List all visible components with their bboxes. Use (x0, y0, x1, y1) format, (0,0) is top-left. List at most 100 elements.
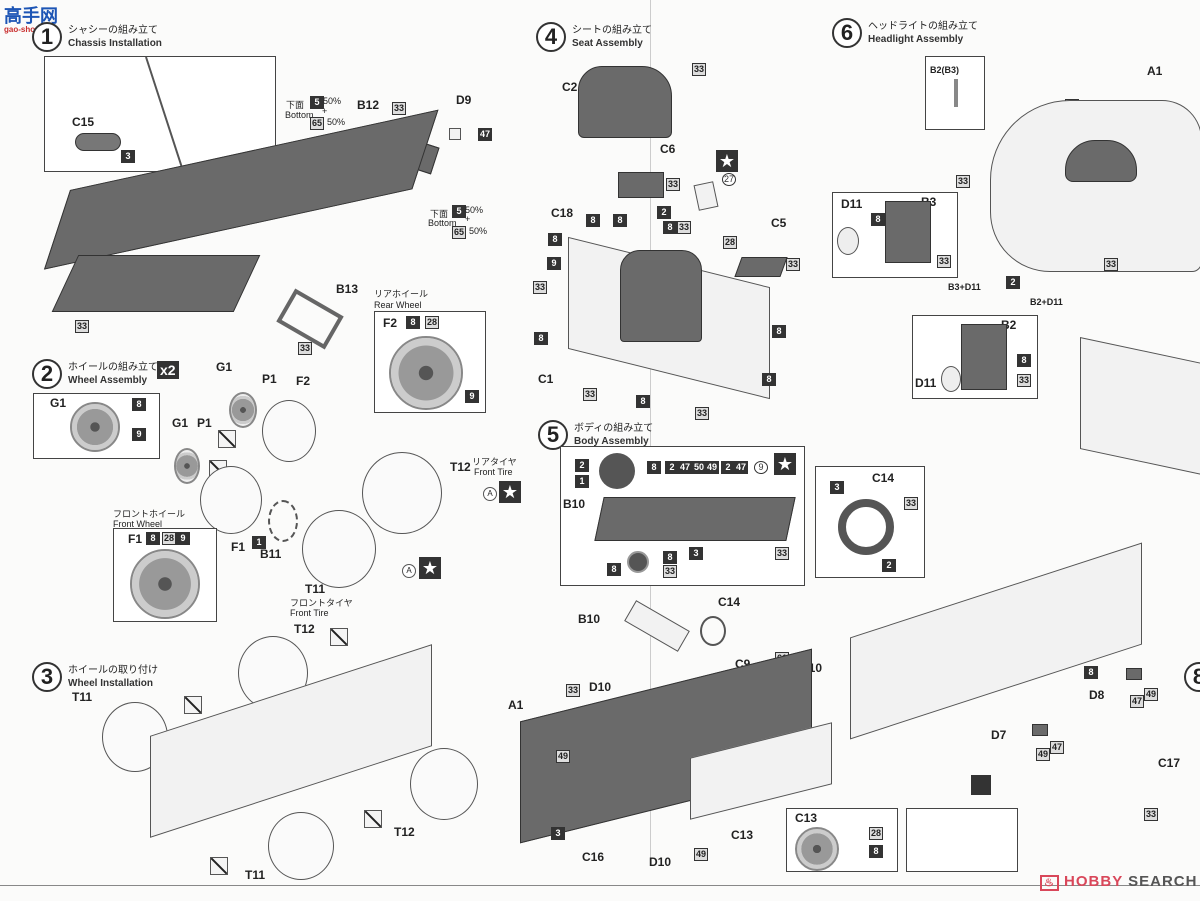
t11-tire-step3-bottom (268, 812, 334, 880)
b10-dash-part (624, 600, 690, 652)
headlight-profile-shape (954, 79, 958, 107)
rear-wheel-title-jp: リアホイール (374, 289, 429, 299)
d7-light-part (1032, 724, 1048, 736)
step-1-title-en: Chassis Installation (68, 38, 162, 49)
knob-code-b: 33 (663, 565, 678, 578)
step-1-number: 1 (32, 22, 62, 52)
f2-wheel-rim (262, 400, 316, 462)
steering-code-c: 2 (882, 559, 896, 572)
decal-position-icon (971, 775, 991, 795)
c15-tab-part (75, 133, 121, 151)
paint-code-tub-8-right: 8 (772, 325, 786, 338)
paint-code-c5: 33 (786, 258, 801, 271)
watermark-logo: 高手网 gao-shou.com (4, 2, 59, 34)
knob-code-a: 8 (663, 551, 677, 564)
step-3-title-en: Wheel Installation (68, 678, 154, 689)
label-c1: C1 (538, 372, 554, 386)
step-2-number: 2 (32, 359, 62, 389)
b3-headlight-housing (885, 201, 931, 263)
label-c16: C16 (582, 850, 605, 864)
gauge-code-b: 1 (575, 475, 589, 488)
bottom-color-a-1: 5 (310, 96, 324, 109)
paint-code-rear-c: 9 (465, 390, 479, 403)
paint-code-tub-33-bottom2: 33 (695, 407, 710, 420)
label-a1-body-left: A1 (508, 698, 524, 712)
dash-code-top-3: 47 (678, 461, 693, 474)
step-4-number: 4 (536, 22, 566, 52)
paint-code-front-a: 8 (146, 532, 160, 545)
c13-code-b: 8 (869, 845, 883, 858)
paint-code-belt-3: 8 (663, 221, 677, 234)
brake-disc-icon (70, 402, 120, 452)
paint-code-tub-28: 28 (723, 236, 738, 249)
callout-a-rear: A (483, 487, 497, 501)
b11-brake-part (268, 500, 298, 542)
d8-light-part (1126, 668, 1142, 680)
cockpit-tub-preview (1080, 337, 1200, 475)
step-1-header: 1 シャシーの組み立て Chassis Installation (32, 22, 162, 52)
bottom-note-jp-2: 下面 (430, 209, 449, 219)
no-cement-icon-4 (184, 696, 202, 714)
bottom-note-jp-1: 下面 (286, 100, 305, 110)
dash-code-top-5: 49 (705, 461, 720, 474)
body-edge-line (145, 56, 184, 170)
front-cockpit-opening (1065, 140, 1137, 182)
paint-code-c18-a: 8 (586, 214, 600, 227)
step-6-title-en: Headlight Assembly (868, 34, 964, 45)
body-code-d10-49: 49 (694, 848, 709, 861)
label-d8: D8 (1089, 688, 1105, 702)
paint-code-b11: 1 (252, 536, 266, 549)
front-wheel-title-en: Front Wheel (113, 519, 163, 529)
paint-code-tub-8-left: 8 (534, 332, 548, 345)
front-wheel-icon (130, 549, 200, 619)
bottom-color-b-2: 65 (452, 226, 467, 239)
body-code-c16-3: 3 (551, 827, 565, 840)
b3-code-33: 33 (937, 255, 952, 268)
step-1-title-jp: シャシーの組み立て (68, 25, 158, 36)
b1-chassis-floor (51, 255, 261, 312)
label-p1-front: P1 (197, 416, 212, 430)
seat-installed (620, 250, 702, 342)
watermark-site-name: 高手网 (4, 6, 58, 26)
label-b2d11: B2+D11 (1030, 297, 1063, 307)
paint-code-seat: 33 (692, 63, 707, 76)
step-3-header: 3 ホイールの取り付け Wheel Installation (32, 662, 158, 692)
dash-code-top-7: 47 (734, 461, 749, 474)
label-c14-detail: C14 (872, 471, 895, 485)
step-6-header: 6 ヘッドライトの組み立て Headlight Assembly (832, 18, 978, 48)
body-code-left-49: 49 (556, 750, 571, 763)
t12-tire-step3-right (410, 748, 478, 820)
label-f1: F1 (231, 540, 246, 554)
logo-hobby-text: HOBBY (1064, 873, 1123, 890)
label-b11: B11 (260, 547, 282, 561)
front-tire-en: Front Tire (290, 608, 329, 618)
dash-code-top-4: 50 (692, 461, 707, 474)
bottom-plus-2: + (465, 214, 471, 224)
decal-sheet-part (693, 181, 719, 211)
g1-disc-front (174, 448, 200, 484)
step-5-header: 5 ボディの組み立て Body Assembly (538, 420, 653, 450)
label-t12-step3-right: T12 (394, 825, 415, 839)
label-d7: D7 (991, 728, 1007, 742)
label-b2b3: B2(B3) (930, 65, 960, 75)
page-fold-line (650, 0, 651, 860)
body-code-d10: 33 (566, 684, 581, 697)
rear-tire-jp: リアタイヤ (472, 457, 517, 467)
step-3-title-jp: ホイールの取り付け (68, 665, 158, 676)
label-t11-step3-bottom: T11 (245, 868, 266, 882)
c13-light-icon (795, 827, 839, 871)
dash-code-top-6: 2 (721, 461, 735, 474)
label-c13-detail: C13 (795, 811, 818, 825)
label-g1-detail: G1 (50, 396, 67, 410)
dash-code-left: 8 (607, 563, 621, 576)
no-cement-icon-6 (210, 857, 228, 875)
gauge-cluster-part (599, 453, 635, 489)
decal-star-icon-seat: ★ (716, 150, 738, 172)
c13-code-a: 28 (869, 827, 884, 840)
dash-code-mid: 3 (689, 547, 703, 560)
label-b10-detail: B10 (563, 497, 586, 511)
front-tire-jp: フロントタイヤ (290, 598, 353, 608)
step-4-title-jp: シートの組み立て (572, 25, 652, 36)
c5-bracket-part (734, 257, 788, 277)
dash-code-top-1: 8 (647, 461, 661, 474)
